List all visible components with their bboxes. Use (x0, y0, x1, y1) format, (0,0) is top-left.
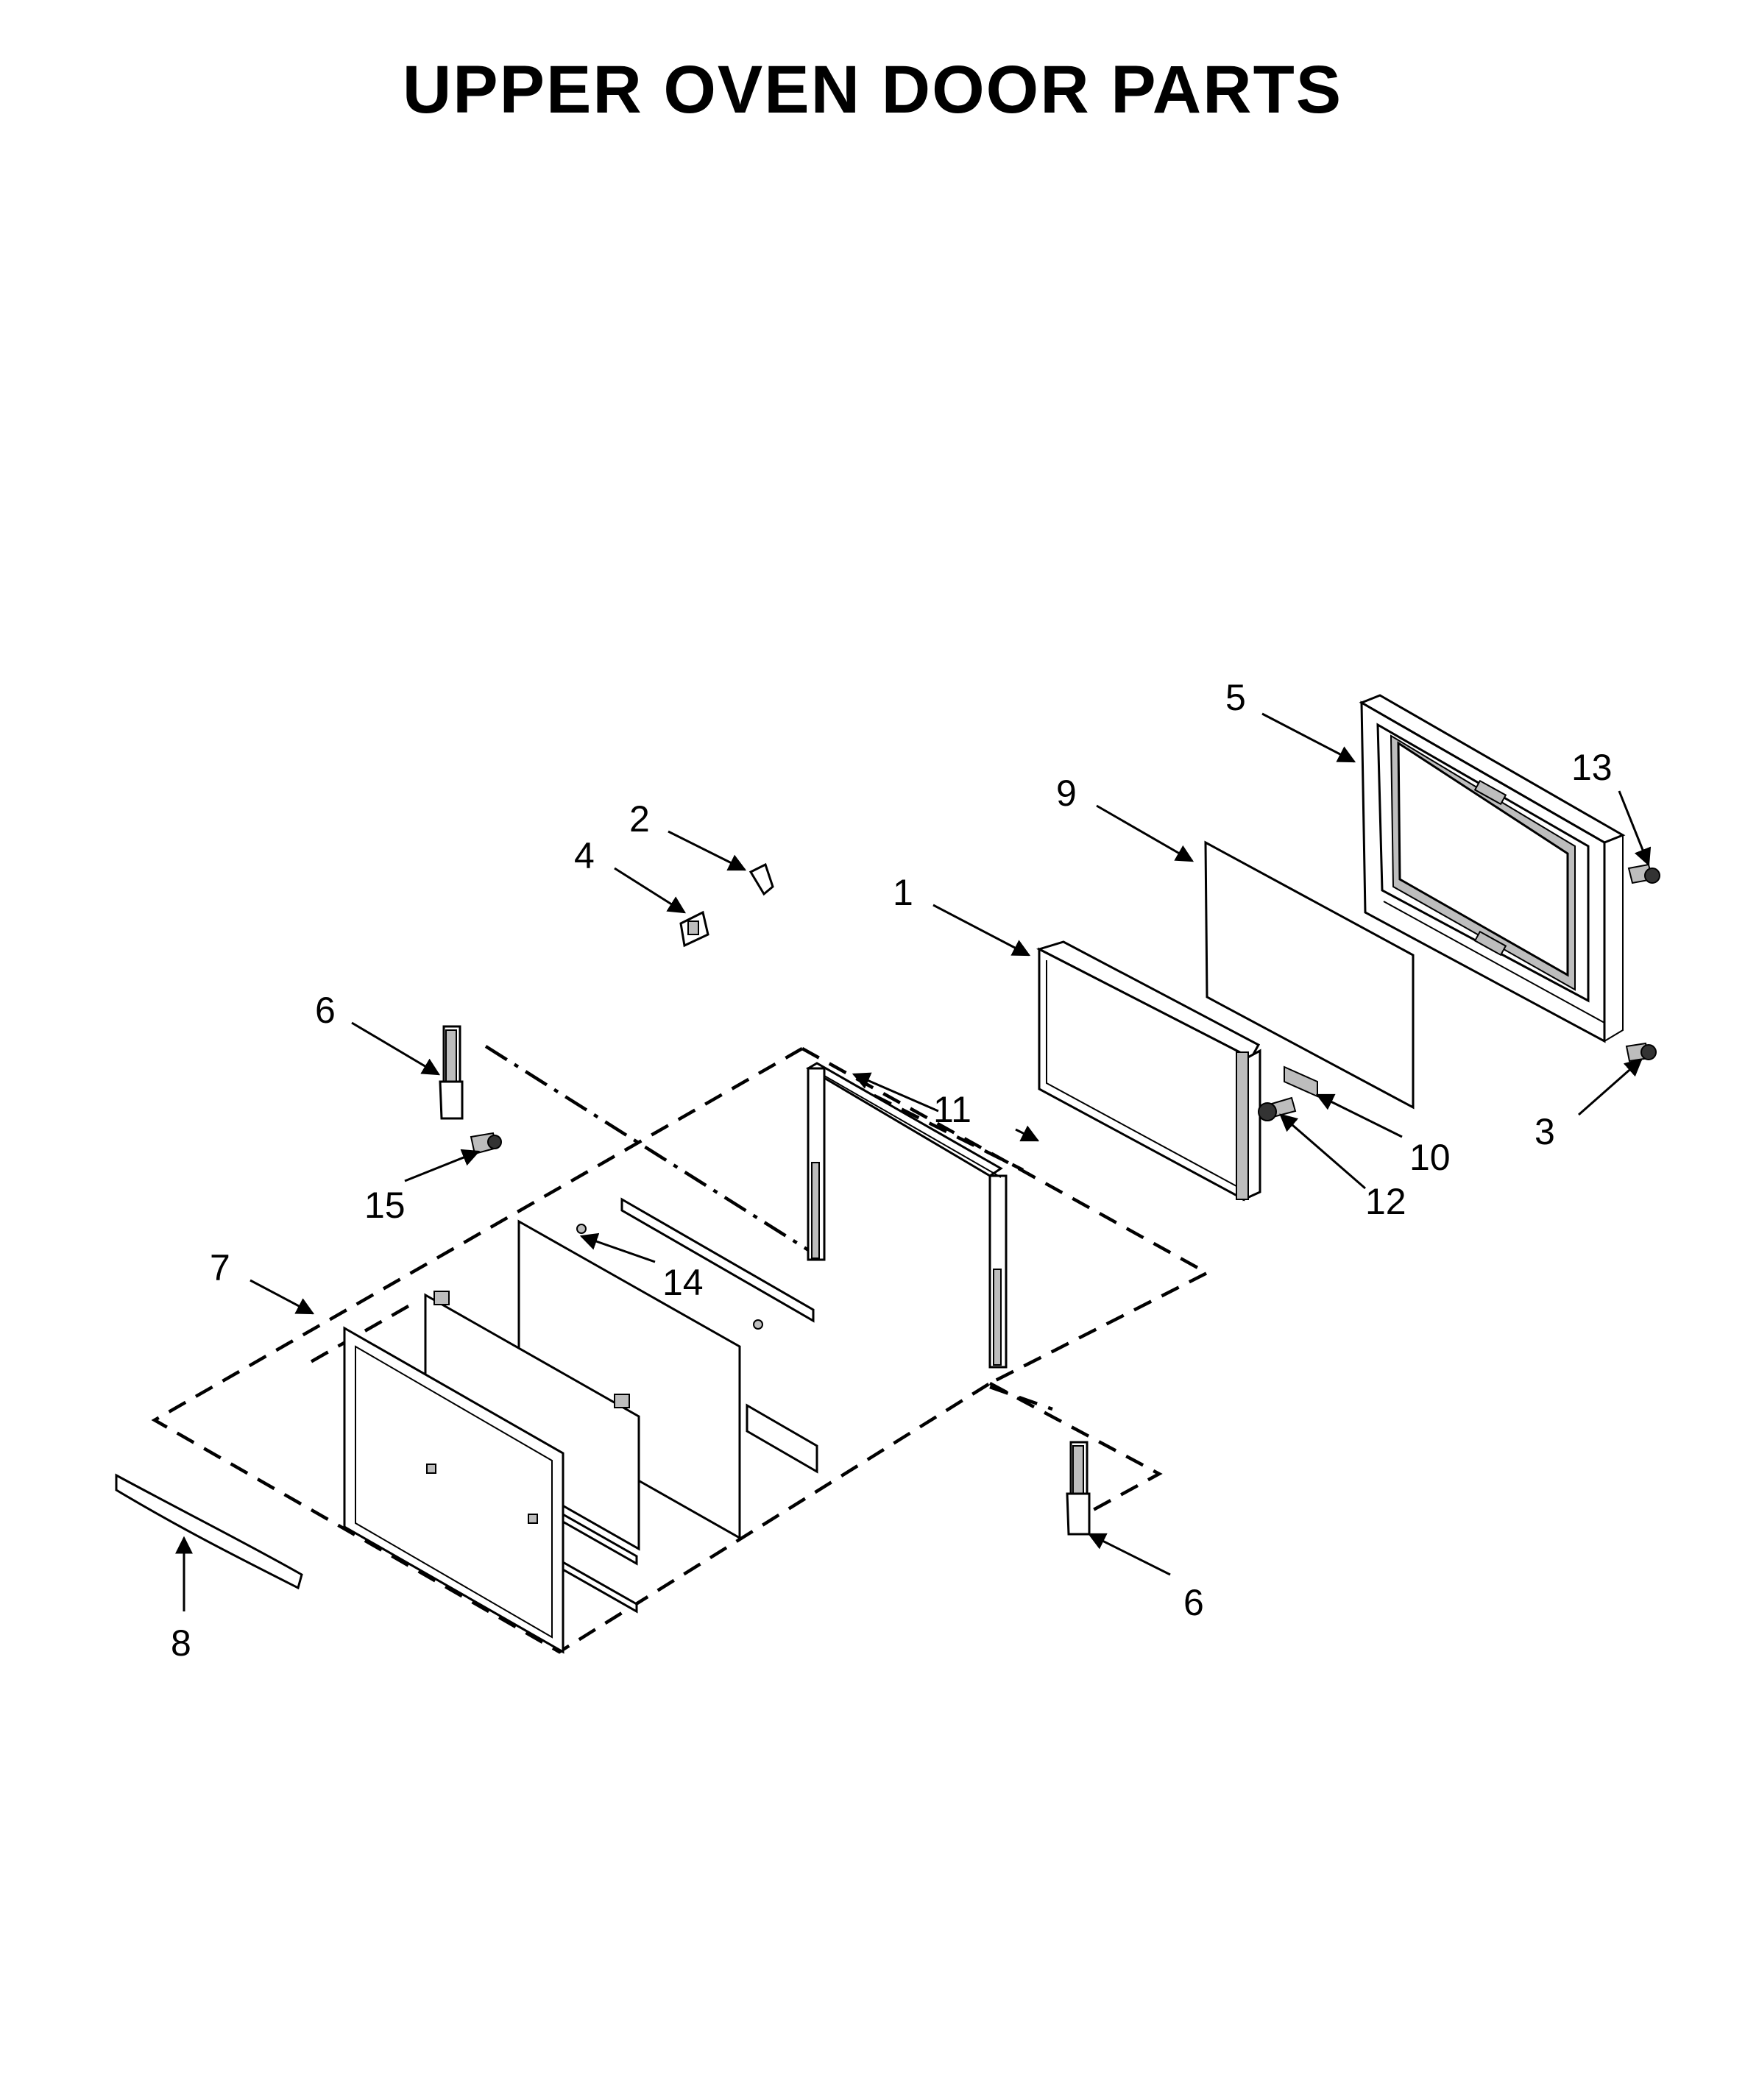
callout-6-lower: 6 (1183, 1582, 1204, 1623)
part-screw-13 (1627, 863, 1660, 884)
callout-13: 13 (1571, 747, 1613, 788)
part-hinge-upper (439, 1025, 464, 1120)
part-screw-12 (1258, 1096, 1297, 1121)
diagram-title: UPPER OVEN DOOR PARTS (402, 52, 1343, 127)
part-hinge-lower (1066, 1441, 1091, 1536)
part-door-channel-frame (806, 1062, 1008, 1369)
callout-15: 15 (364, 1185, 406, 1226)
callout-7: 7 (210, 1247, 230, 1288)
callout-5: 5 (1225, 677, 1246, 718)
callout-3: 3 (1535, 1111, 1555, 1152)
callout-labels: 5 13 9 2 4 1 6 11 10 3 15 12 7 14 6 8 (171, 677, 1613, 1664)
part-clip (748, 862, 774, 896)
part-door-liner (1036, 940, 1261, 1202)
callout-8: 8 (171, 1622, 191, 1664)
callout-2: 2 (629, 798, 650, 840)
part-bracket-10 (1284, 1065, 1318, 1098)
leader-arrows (175, 712, 1652, 1611)
part-screw-15 (470, 1132, 502, 1155)
callout-11: 11 (933, 1089, 971, 1130)
part-outer-door-glass (343, 1326, 564, 1654)
part-latch-bracket (679, 910, 709, 948)
callout-6-upper: 6 (315, 990, 336, 1031)
callout-4: 4 (574, 835, 595, 876)
callout-12: 12 (1365, 1181, 1406, 1222)
callout-1: 1 (893, 872, 913, 913)
part-screw-3 (1625, 1042, 1657, 1063)
callout-10: 10 (1409, 1137, 1451, 1178)
part-inner-door-frame (1359, 694, 1626, 1043)
callout-14: 14 (662, 1262, 704, 1303)
part-door-glass (1204, 840, 1415, 1110)
callout-9: 9 (1056, 773, 1077, 814)
part-handle-trim (115, 1473, 303, 1590)
